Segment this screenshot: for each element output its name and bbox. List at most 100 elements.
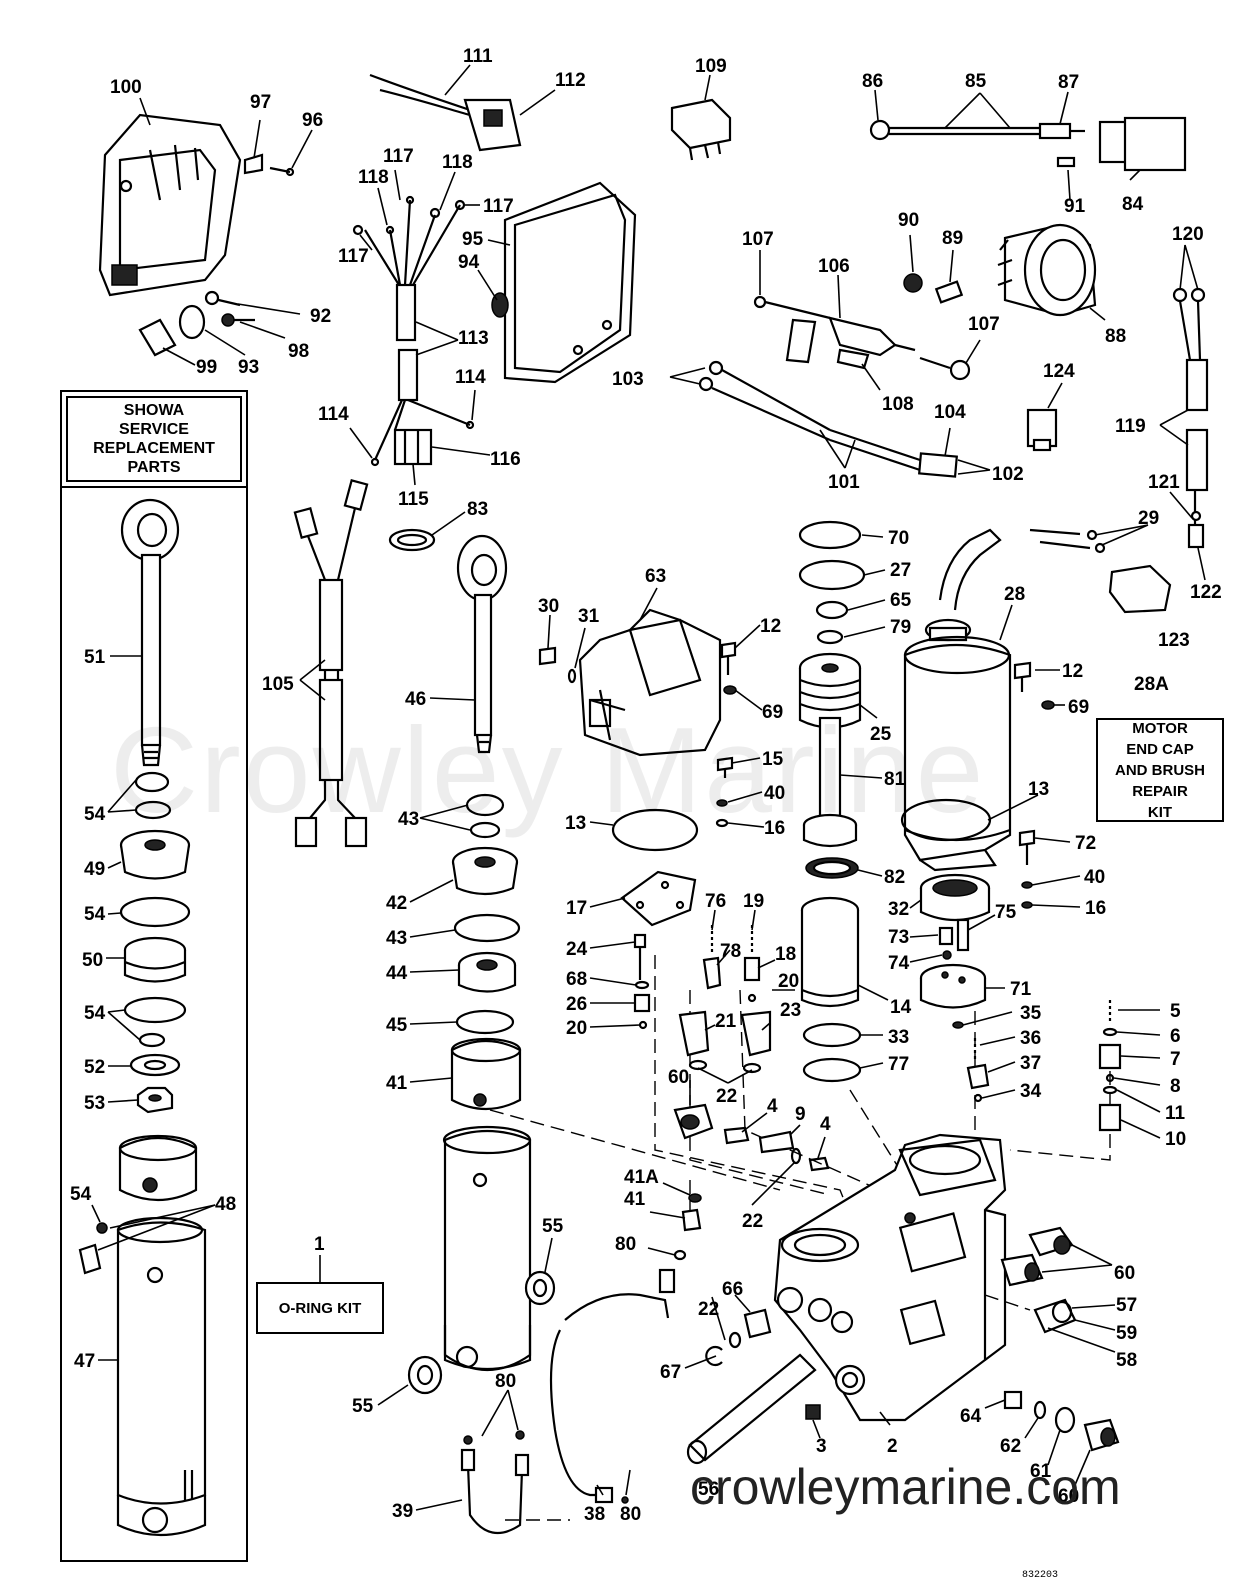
callout-18: 18 — [775, 944, 796, 965]
callout-57: 57 — [1116, 1295, 1137, 1316]
callout-31: 31 — [578, 606, 600, 627]
callout-71: 71 — [1010, 979, 1032, 1000]
pump-manifold-body — [773, 1133, 1007, 1422]
thermal-valve-parts — [1098, 1000, 1122, 1132]
connector-123 — [1108, 564, 1172, 614]
control-box-housing — [98, 113, 242, 297]
callout-99: 99 — [196, 357, 217, 378]
callout-51: 51 — [84, 647, 106, 668]
callout-60-right: 60 — [1114, 1263, 1135, 1284]
callout-54-d: 54 — [70, 1184, 92, 1205]
showa-title-line3: REPLACEMENT — [93, 440, 215, 457]
callout-54-c: 54 — [84, 1003, 106, 1024]
callout-56: 56 — [698, 1479, 719, 1500]
fitting-and-clip — [705, 1308, 772, 1367]
callout-20-right: 20 — [778, 971, 799, 992]
callout-67: 67 — [660, 1362, 681, 1383]
small-hardware-right — [1013, 661, 1055, 710]
callout-103: 103 — [612, 369, 644, 390]
trim-gauge-hardware — [903, 223, 1097, 317]
showa-box-inner-frame — [66, 396, 242, 482]
website-url[interactable]: crowleymarine.com — [690, 1459, 1121, 1515]
callout-97: 97 — [250, 92, 271, 113]
hydraulic-tubes — [460, 1268, 676, 1535]
callout-48: 48 — [215, 1194, 236, 1215]
callout-73: 73 — [888, 927, 909, 948]
callout-117-right: 117 — [483, 196, 514, 217]
callout-116: 116 — [490, 449, 521, 470]
callout-58: 58 — [1116, 1350, 1137, 1371]
bracket-and-screw — [243, 153, 295, 177]
showa-parts-box: SHOWA SERVICE REPLACEMENT PARTS — [60, 390, 248, 1562]
showa-title-line2: SERVICE — [119, 421, 189, 438]
callout-42: 42 — [386, 893, 407, 914]
callout-17: 17 — [566, 898, 587, 919]
callout-20-left: 20 — [566, 1018, 587, 1039]
callout-34: 34 — [1020, 1081, 1042, 1102]
callout-113: 113 — [458, 328, 489, 349]
callout-29: 29 — [1138, 508, 1159, 529]
callout-80-tube: 80 — [495, 1371, 516, 1392]
callout-7: 7 — [1170, 1049, 1181, 1070]
wire-leads — [698, 360, 958, 478]
callout-61: 61 — [1030, 1461, 1052, 1482]
callout-84: 84 — [1122, 194, 1144, 215]
callout-118-left: 118 — [358, 167, 389, 188]
callout-83: 83 — [467, 499, 488, 520]
callout-44: 44 — [386, 963, 408, 984]
showa-title-line4: PARTS — [127, 459, 181, 476]
small-hardware-left — [715, 641, 737, 828]
callout-107-right: 107 — [968, 314, 1000, 335]
callout-4-left: 4 — [767, 1096, 778, 1117]
callout-118-right: 118 — [442, 152, 473, 173]
callout-2: 2 — [887, 1436, 898, 1457]
callout-32: 32 — [888, 899, 909, 920]
callout-23: 23 — [780, 1000, 801, 1021]
callout-53: 53 — [84, 1093, 105, 1114]
callout-111: 111 — [463, 46, 493, 67]
callout-26: 26 — [566, 994, 587, 1015]
callout-100: 100 — [110, 77, 142, 98]
callout-94: 94 — [458, 252, 480, 273]
callout-25: 25 — [870, 724, 892, 745]
callout-74: 74 — [888, 953, 910, 974]
fuse-holder-assembly — [753, 295, 971, 381]
callout-13-left: 13 — [565, 813, 586, 834]
callout-106: 106 — [818, 256, 850, 277]
callout-95: 95 — [462, 229, 484, 250]
callout-12-right: 12 — [1062, 661, 1083, 682]
callout-35: 35 — [1020, 1003, 1042, 1024]
callout-4-right: 4 — [820, 1114, 831, 1135]
callout-68: 68 — [566, 969, 587, 990]
callout-62: 62 — [1000, 1436, 1021, 1457]
callout-55-right: 55 — [542, 1216, 564, 1237]
callout-37: 37 — [1020, 1053, 1041, 1074]
callout-14: 14 — [890, 997, 912, 1018]
bushings — [407, 1270, 556, 1395]
callout-80-mid: 80 — [615, 1234, 636, 1255]
callout-114-left: 114 — [318, 404, 349, 425]
callout-121: 121 — [1148, 472, 1180, 493]
pump-center-stack — [798, 520, 866, 1083]
callout-66: 66 — [722, 1279, 743, 1300]
callout-19: 19 — [743, 891, 764, 912]
check-valve-parts — [673, 1059, 830, 1261]
showa-trim-rod-assembly — [78, 498, 207, 1537]
callout-3: 3 — [816, 1436, 827, 1457]
callout-91: 91 — [1064, 196, 1086, 217]
callout-60-valve: 60 — [668, 1067, 689, 1088]
callout-88: 88 — [1105, 326, 1126, 347]
callout-96: 96 — [302, 110, 323, 131]
callout-98: 98 — [288, 341, 309, 362]
motor-end-cap-kit-box: MOTOR END CAP AND BRUSH REPAIR KIT — [1096, 718, 1224, 822]
callout-69-left: 69 — [762, 702, 783, 723]
callout-41: 41 — [386, 1073, 408, 1094]
trim-wire-harness — [352, 195, 475, 467]
callout-107-left: 107 — [742, 229, 774, 250]
callout-63: 63 — [645, 566, 666, 587]
trim-sender-leads — [1172, 287, 1209, 549]
callout-6: 6 — [1170, 1026, 1181, 1047]
callout-41-small: 41 — [624, 1189, 646, 1210]
callout-78: 78 — [720, 941, 741, 962]
callout-21: 21 — [715, 1011, 737, 1032]
